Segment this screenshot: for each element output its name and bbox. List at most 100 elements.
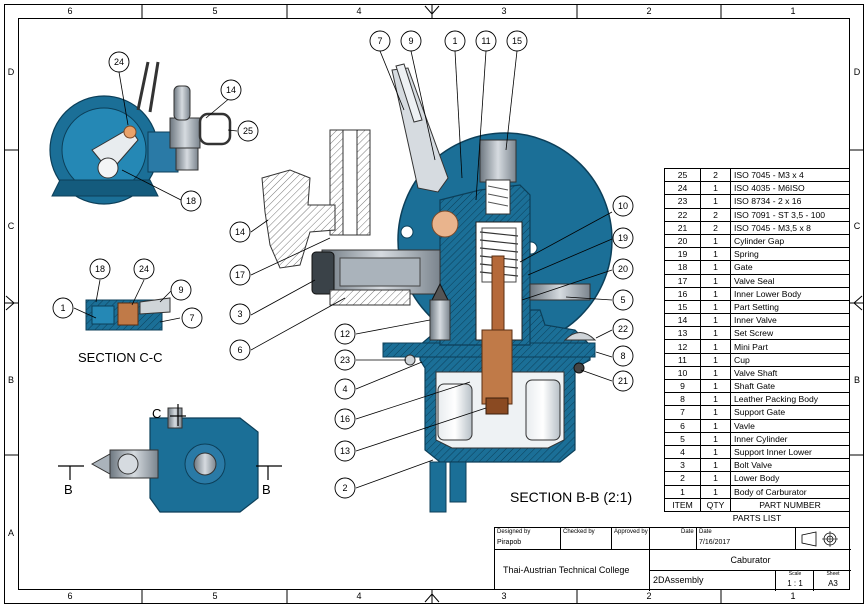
balloon-circle (180, 190, 202, 212)
parts-cell-item: 24 (664, 181, 701, 196)
balloon-circle (506, 30, 528, 52)
company-name: Thai-Austrian Technical College (503, 565, 630, 575)
sheet-border-inner (18, 18, 850, 590)
balloon-circle (334, 477, 356, 499)
parts-cell-item: 2 (664, 471, 701, 486)
balloon-circle (444, 30, 466, 52)
balloon-circle (170, 279, 192, 301)
section-bb-label: SECTION B-B (2:1) (510, 489, 633, 505)
balloon-circle (229, 221, 251, 243)
balloon-circle (612, 370, 634, 392)
balloon-circle (612, 289, 634, 311)
parts-cell-name: Lower Body (730, 471, 850, 486)
parts-cell-name: Set Screw (730, 326, 850, 341)
parts-cell-qty: 1 (700, 378, 731, 394)
parts-cell-name: Bolt Valve (730, 458, 850, 473)
header-part-number: PART NUMBER (730, 497, 850, 512)
parts-cell-qty: 1 (700, 471, 731, 486)
drawing-title: Caburator (730, 555, 771, 565)
balloon-number: 14 (226, 85, 236, 95)
balloon-number: 15 (512, 36, 522, 46)
balloon-number: 9 (178, 285, 183, 295)
cut-b-left-label: B (64, 482, 73, 497)
parts-cell-qty: 1 (700, 405, 731, 420)
parts-cell-name: ISO 7045 - M3,5 x 8 (730, 220, 850, 235)
zone-col-5-bottom: 5 (212, 591, 218, 601)
parts-cell-qty: 2 (700, 220, 731, 235)
parts-cell-qty: 1 (700, 233, 731, 249)
balloon-circle (369, 30, 391, 52)
parts-cell-item: 17 (664, 273, 701, 288)
zone-col-3-bottom: 3 (501, 591, 507, 601)
balloon-circle (612, 227, 634, 249)
zone-col-4-bottom: 4 (356, 591, 362, 601)
balloon-number: 23 (340, 355, 350, 365)
balloon-number: 7 (189, 313, 194, 323)
balloon-number: 1 (60, 303, 65, 313)
parts-cell-name: Gate (730, 260, 850, 275)
balloon-circle (237, 120, 259, 142)
balloon-number: 22 (618, 324, 628, 334)
balloon-circle (334, 323, 356, 345)
designed-by-value: Pirapob (497, 539, 522, 546)
parts-cell-item: 1 (664, 484, 701, 499)
sheet-border-outer (4, 4, 864, 604)
parts-cell-item: 18 (664, 260, 701, 275)
date-label: Date (699, 529, 712, 535)
parts-cell-name: Support Gate (730, 405, 850, 420)
balloon-number: 13 (340, 446, 350, 456)
balloon-number: 5 (620, 295, 625, 305)
balloon-circle (334, 349, 356, 371)
parts-cell-item: 4 (664, 444, 701, 460)
zone-col-2-bottom: 2 (646, 591, 652, 601)
balloon-number: 20 (618, 264, 628, 274)
parts-cell-name: ISO 7091 - ST 3,5 - 100 (730, 207, 850, 222)
designed-by-label: Designed by (497, 529, 531, 535)
balloon-circle (612, 258, 634, 280)
parts-cell-qty: 1 (700, 181, 731, 196)
balloon-number: 18 (186, 196, 196, 206)
section-cc-label: SECTION C-C (78, 350, 163, 365)
balloon-circle (334, 378, 356, 400)
parts-cell-item: 8 (664, 392, 701, 407)
parts-cell-name: Cylinder Gap (730, 233, 850, 249)
balloon-circle (229, 339, 251, 361)
date-value: 7/16/2017 (699, 539, 731, 546)
parts-list-header: ITEM QTY PART NUMBER (664, 497, 850, 512)
balloon-circle (89, 258, 111, 280)
parts-cell-name: Support Inner Lower (730, 444, 850, 460)
zone-col-1-bottom: 1 (790, 591, 796, 601)
cut-b-right-label: B (262, 482, 271, 497)
parts-cell-name: Mini Part (730, 339, 850, 354)
parts-cell-qty: 1 (700, 286, 731, 301)
approved-date-label: Date (681, 529, 694, 535)
balloon-number: 7 (377, 36, 382, 46)
balloon-number: 4 (342, 384, 347, 394)
balloon-number: 9 (408, 36, 413, 46)
parts-cell-qty: 1 (700, 326, 731, 341)
parts-cell-qty: 1 (700, 418, 731, 433)
parts-cell-name: Cup (730, 352, 850, 367)
parts-cell-name: Inner Lower Body (730, 286, 850, 301)
parts-cell-qty: 2 (700, 207, 731, 222)
balloon-number: 8 (620, 351, 625, 361)
parts-cell-item: 22 (664, 207, 701, 222)
approved-by-label: Approved by (614, 529, 648, 535)
parts-cell-item: 20 (664, 233, 701, 249)
parts-cell-name: Leather Packing Body (730, 392, 850, 407)
parts-cell-qty: 1 (700, 352, 731, 367)
parts-cell-item: 7 (664, 405, 701, 420)
parts-cell-item: 14 (664, 313, 701, 328)
